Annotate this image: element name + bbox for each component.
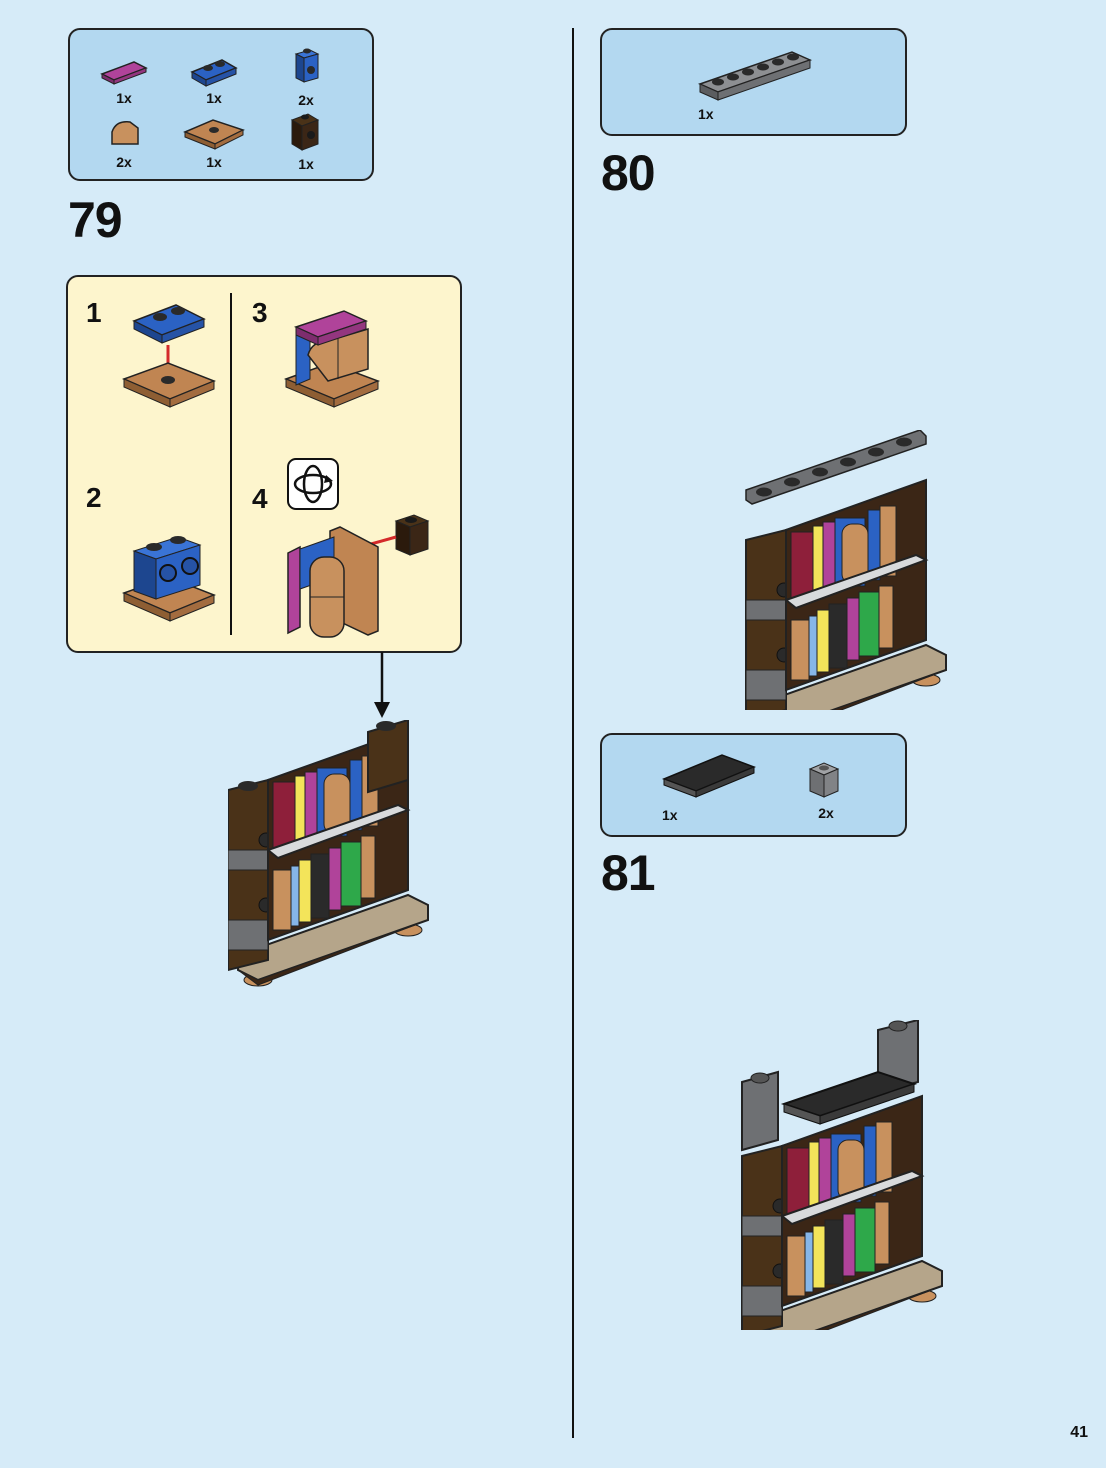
step81-parts-box: 1x 2x (600, 733, 907, 837)
step-number-81: 81 (601, 848, 655, 898)
part-qty: 1x (698, 106, 822, 122)
substep-3-illustration (282, 307, 392, 422)
substep-2-illustration (118, 531, 228, 641)
substep-label-2: 2 (86, 482, 102, 514)
part-black-2x4-tile: 1x (660, 749, 760, 823)
substep-4-illustration (278, 497, 458, 642)
blue-plate-icon (184, 48, 244, 88)
page-number: 41 (1070, 1424, 1088, 1442)
substep-label-3: 3 (252, 297, 268, 329)
magenta-tile-icon (94, 48, 154, 88)
part-qty: 1x (84, 90, 164, 106)
part-dark-grey-1x1-brick: 2x (786, 759, 866, 821)
part-qty: 1x (174, 154, 254, 170)
part-qty: 1x (662, 807, 760, 823)
substep-label-4: 4 (252, 483, 268, 515)
dark-grey-plate-icon (692, 44, 822, 104)
part-qty: 2x (786, 805, 866, 821)
step-number-80: 80 (601, 148, 655, 198)
part-blue-plate: 1x (174, 48, 254, 106)
step79-bookshelf-model (228, 720, 438, 990)
substep-label-1: 1 (86, 297, 102, 329)
tan-quarter-round-icon (94, 114, 154, 152)
callout-arrow (370, 652, 394, 722)
step79-parts-box: 1x 1x 2x 2x 1x (68, 28, 374, 181)
nougat-plate-icon (181, 110, 247, 152)
part-magenta-tile: 1x (84, 48, 164, 106)
part-qty: 1x (266, 156, 346, 172)
part-blue-side-stud-brick: 2x (266, 44, 346, 108)
part-dark-grey-1x6-plate: 1x (692, 44, 822, 122)
step-number-79: 79 (68, 195, 122, 245)
black-tile-icon (660, 749, 760, 805)
page-column-divider (572, 28, 574, 1438)
part-dark-brown-side-stud-brick: 1x (266, 108, 346, 172)
substep-divider (230, 293, 232, 635)
part-qty: 2x (84, 154, 164, 170)
step80-bookshelf-model (742, 430, 952, 710)
step80-parts-box: 1x (600, 28, 907, 136)
dark-brown-side-stud-brick-icon (276, 108, 336, 154)
part-qty: 1x (174, 90, 254, 106)
part-nougat-plate: 1x (174, 110, 254, 170)
blue-side-stud-brick-icon (276, 44, 336, 90)
part-tan-quarter-round: 2x (84, 114, 164, 170)
part-qty: 2x (266, 92, 346, 108)
substep-box: 1 2 3 4 (66, 275, 462, 653)
dark-grey-brick-icon (796, 759, 856, 803)
substep-1-illustration (118, 291, 228, 421)
step81-bookshelf-model (738, 1020, 948, 1330)
